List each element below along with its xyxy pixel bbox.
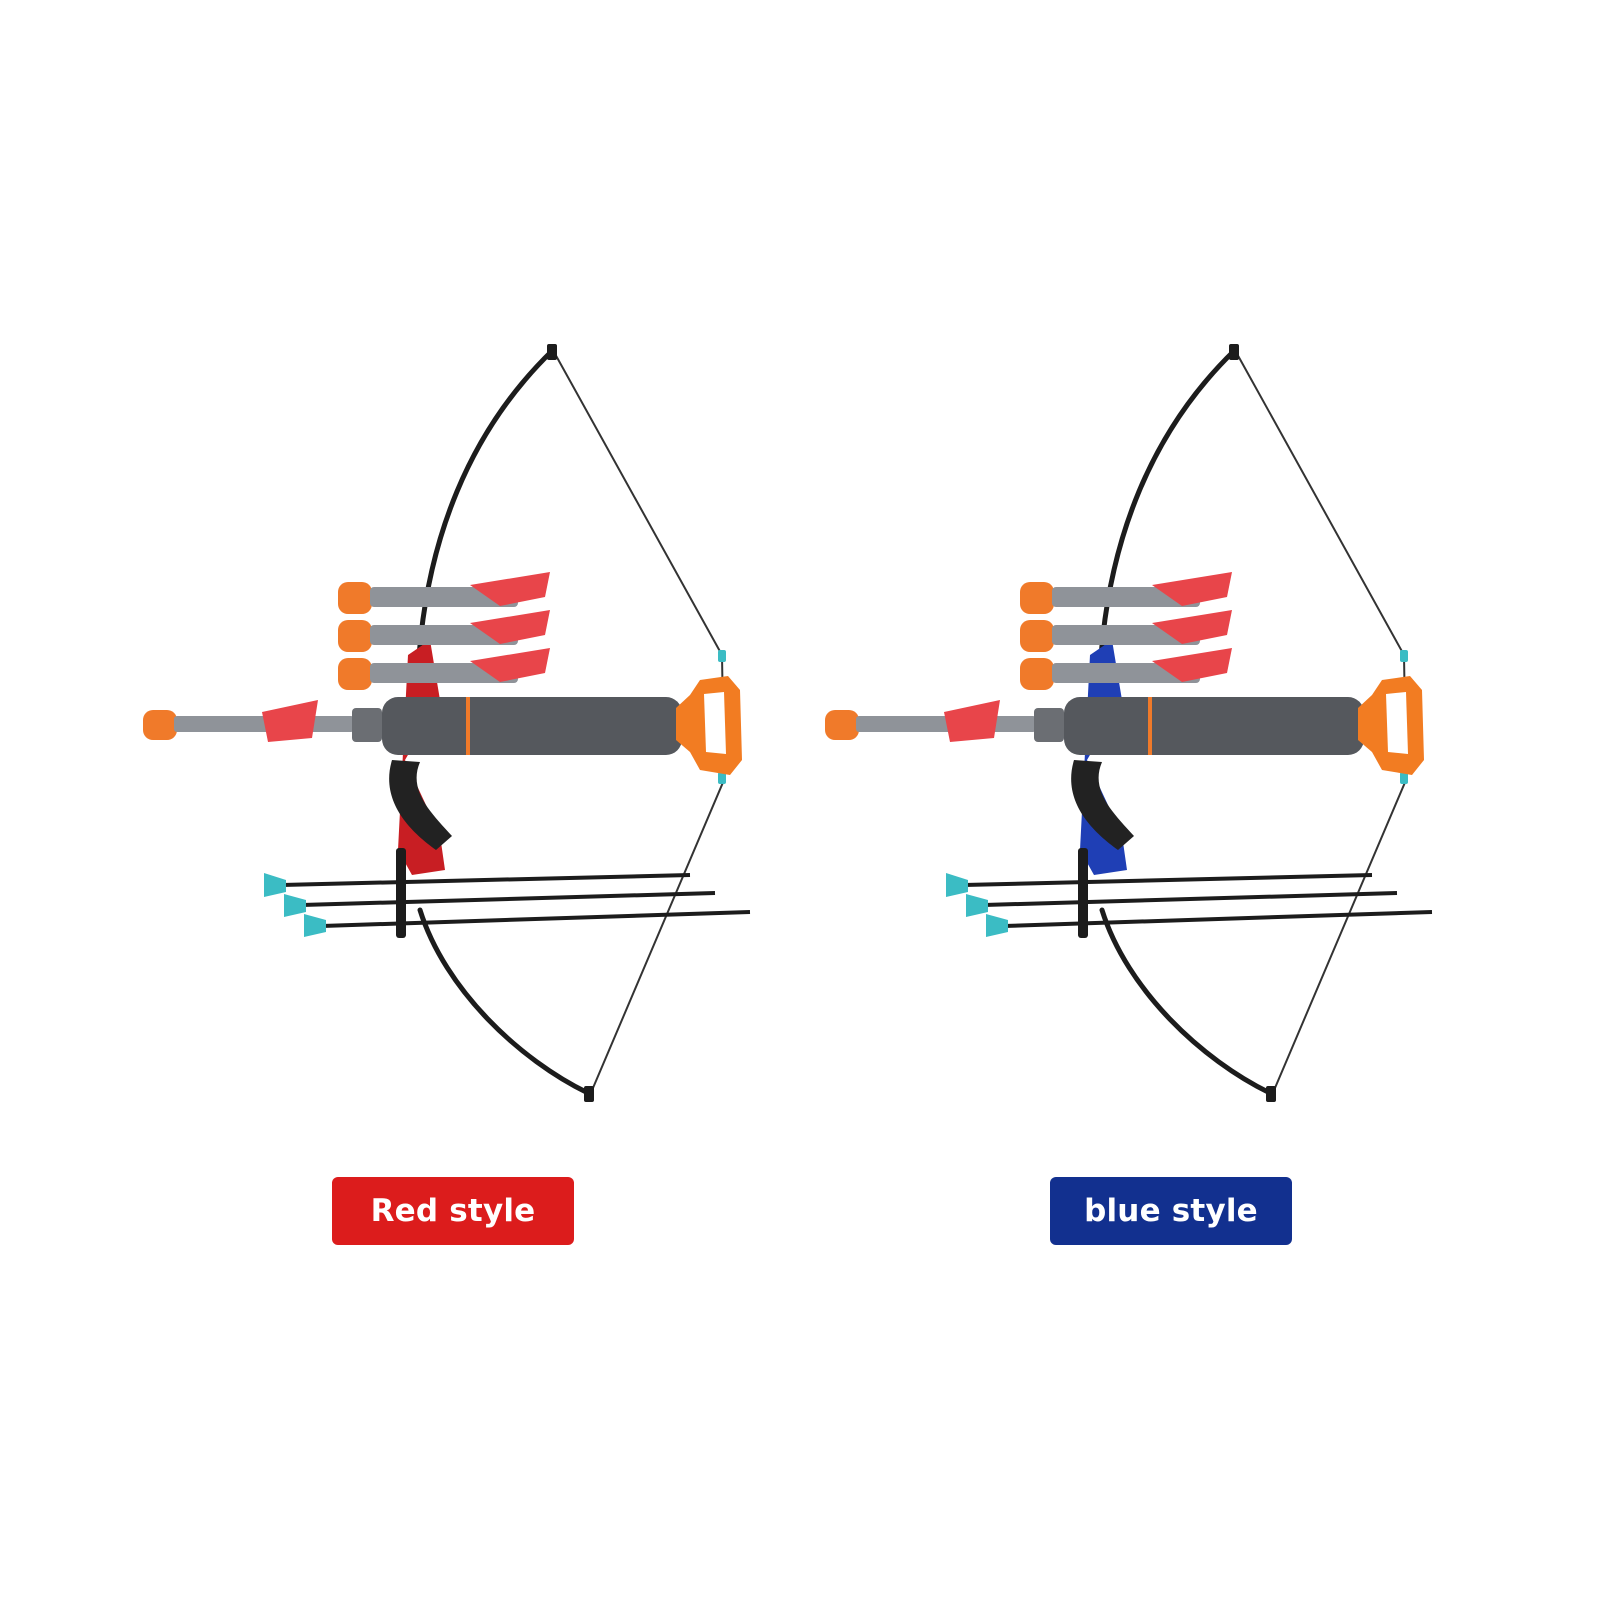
launcher-barrel — [352, 676, 742, 775]
red-style-button[interactable]: Red style — [332, 1177, 574, 1245]
launcher-arrow — [143, 700, 354, 742]
launcher-arrow — [825, 700, 1036, 742]
suction-arrows — [946, 848, 1433, 938]
bow-image-blue — [825, 344, 1433, 1102]
suction-arrows — [264, 848, 751, 938]
bow-image-red — [143, 344, 751, 1102]
product-panel-blue: blue style — [800, 0, 1600, 1600]
blue-style-button[interactable]: blue style — [1050, 1177, 1292, 1245]
bow-drawing — [143, 344, 751, 1102]
launcher-barrel — [1034, 676, 1424, 775]
bow-drawing — [825, 344, 1433, 1102]
quiver-arrows — [338, 572, 550, 690]
product-panel-red: Red style — [143, 344, 751, 1245]
quiver-arrows — [1020, 572, 1232, 690]
